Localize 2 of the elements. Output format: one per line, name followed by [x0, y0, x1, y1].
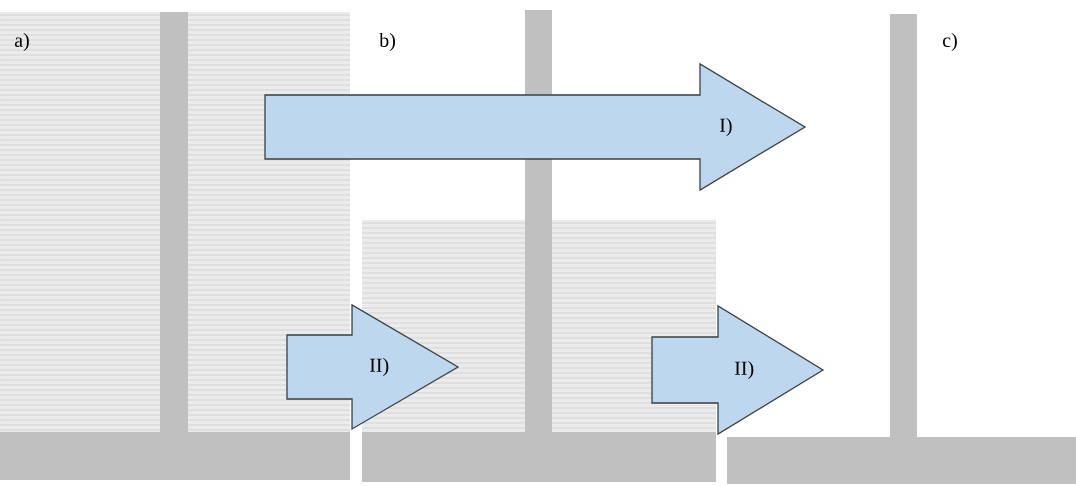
- panel-label: c): [942, 32, 957, 52]
- panel-label: a): [14, 32, 29, 52]
